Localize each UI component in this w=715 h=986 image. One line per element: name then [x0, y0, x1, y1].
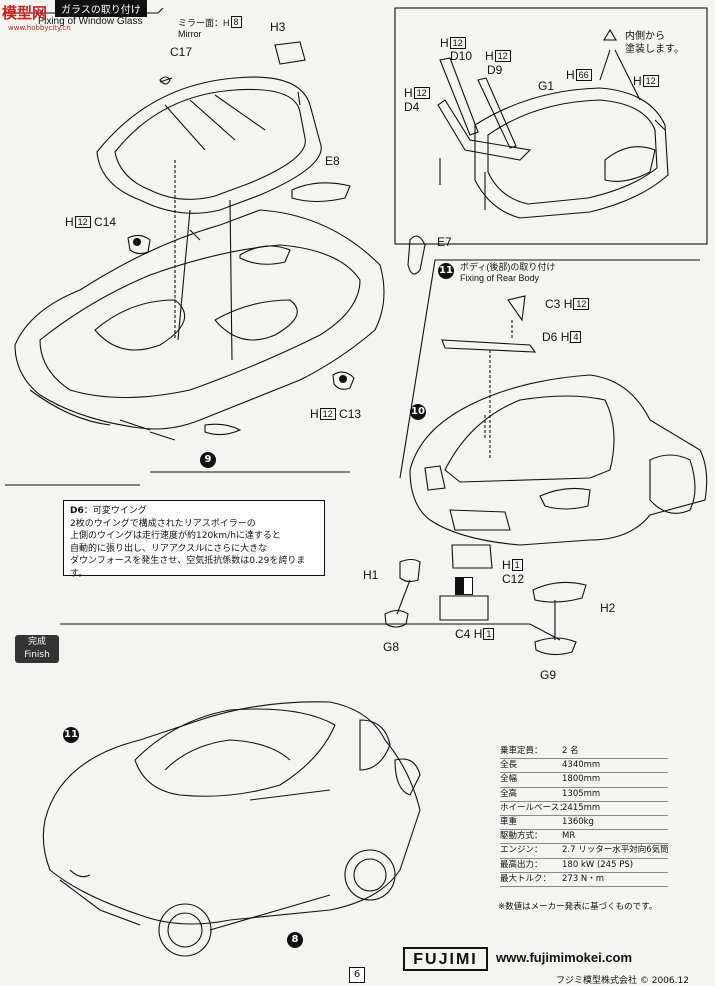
fujimi-logo: FUJIMI [403, 947, 488, 971]
part-h3-label: H3 [270, 20, 286, 34]
finish-step-11-badge: 11 [63, 727, 79, 743]
h1-left-part-shape [399, 558, 421, 583]
step-10-badge: 10 [410, 404, 426, 420]
d4-part-shape [437, 99, 532, 161]
c17-part-shape [159, 76, 171, 85]
part-c12-label: C12 [502, 572, 525, 586]
c3-part-shape [507, 295, 526, 322]
g9-part-shape [534, 637, 577, 656]
part-g9-label: G9 [540, 668, 557, 682]
d6-part-shape [441, 339, 537, 353]
rear-body-shell [409, 374, 708, 546]
c4-part-shape [439, 595, 489, 621]
finish-badge-ja: 完成 [27, 637, 46, 647]
d6-note-box: D6：可変ウイング 2枚のウイングで構成されたリアスポイラーの 上側のウイングは… [63, 500, 325, 579]
mirror-en-label: Mirror [178, 29, 202, 39]
d9-part-shape [477, 77, 517, 149]
front-body-shell [14, 209, 385, 430]
copyright: フジミ模型株式会社 © 2006.12 [556, 976, 689, 986]
part-c17-label: C17 [170, 45, 193, 59]
e8-part-shape [291, 182, 351, 203]
website-url[interactable]: www.fujimimokei.com [496, 950, 633, 965]
finished-car-body [42, 701, 421, 925]
step-11-badge: 11 [438, 263, 454, 279]
d6-note-line: 自動的に張り出し、リアアクスルにさらに大きな [70, 543, 268, 554]
d6-note-line: 上側のウイングは走行速度が約120km/hに達すると [70, 531, 281, 542]
spec-row: ホイールベース：2415mm [500, 802, 668, 816]
window-step-title-ja: ガラスの取り付け [61, 5, 141, 16]
h2-part-shape [532, 581, 587, 603]
part-g1-label: G1 [538, 79, 555, 93]
window-step-subtitle: Fixing of Window Glass [38, 16, 143, 27]
part-d4-label: D4 [404, 100, 420, 114]
finish-divider [60, 623, 561, 641]
watermark-url: www.hobbycity.cn [8, 24, 71, 32]
g1-glass-shape [474, 87, 669, 219]
inset-box-frame [394, 7, 708, 245]
rear-step-title: ボディ(後部)の取り付け [460, 262, 556, 272]
spec-row: 最大トルク：273 N・m [500, 873, 668, 887]
d6-note-line: ダウンフォースを発生させ、空気抵抗係数は0.29を誇ります。 [70, 556, 306, 579]
window-step-title: ガラスの取り付け [55, 0, 147, 17]
part-d10-label: D10 [450, 49, 473, 63]
d6-note-line: 2枚のウイングで構成されたリアスポイラーの [70, 518, 256, 529]
part-e8-label: E8 [325, 154, 340, 168]
g8-part-shape [384, 609, 409, 628]
finish-step-8-badge: 8 [287, 932, 303, 948]
h3-part-shape [274, 41, 306, 65]
rear-step-subtitle: Fixing of Rear Body [460, 273, 540, 283]
d10-part-shape [439, 57, 479, 136]
spec-row: エンジン：2.7 リッター水平対向6気筒 [500, 844, 668, 859]
rear-step-divider [399, 259, 700, 479]
spec-row: 最高出力：180 kW (245 PS) [500, 859, 668, 873]
finish-badge-en: Finish [24, 650, 50, 660]
c12-part-shape [451, 544, 493, 569]
inset-note-line2: 塗装します。 [625, 44, 684, 55]
part-g8-label: G8 [383, 640, 400, 654]
c13-part-shape [332, 371, 355, 390]
roof-glass-outline [96, 76, 322, 214]
finish-badge: 完成 Finish [15, 635, 59, 663]
step-9-badge: 9 [200, 452, 216, 468]
part-e7-label: E7 [437, 235, 452, 249]
d6-note-title: D6：可変ウイング [70, 506, 147, 516]
inset-note-line1: 内側から [625, 31, 665, 42]
page-number: 6 [349, 967, 365, 983]
part-d9-label: D9 [487, 63, 503, 77]
e7-part-shape [407, 235, 426, 275]
spec-row: 駆動方式：MR [500, 830, 668, 845]
spec-row: 乗車定員：2 名 [500, 745, 668, 760]
spec-note: ※数値はメーカー発表に基づくものです。 [498, 902, 658, 912]
watermark-logo: 模型网 [2, 5, 48, 22]
checker-mark-icon [455, 577, 473, 595]
warning-triangle-icon [603, 28, 617, 41]
part-h2-label: H2 [600, 601, 616, 615]
part-h1-left-label: H1 [363, 568, 379, 582]
